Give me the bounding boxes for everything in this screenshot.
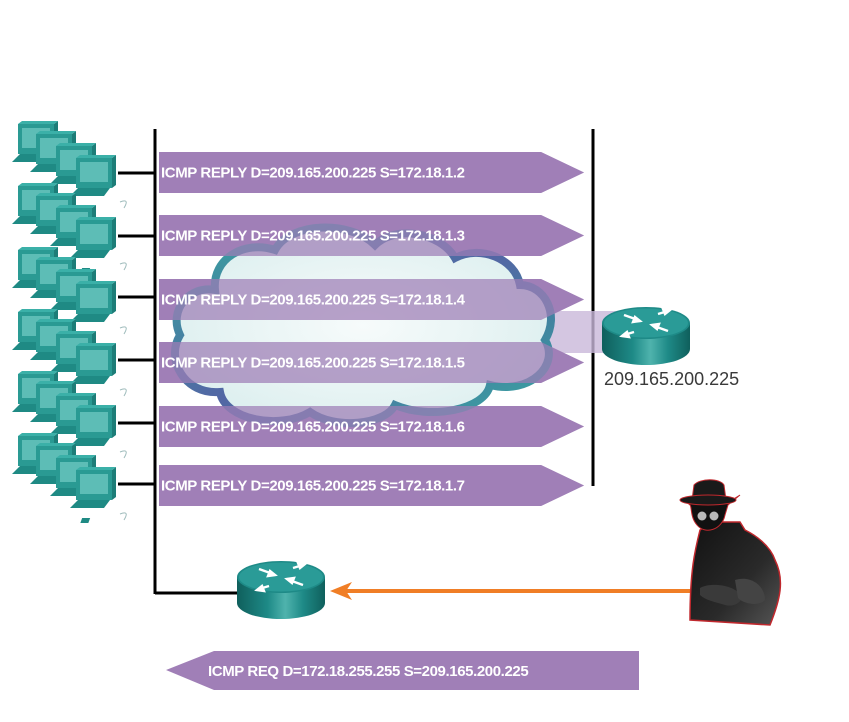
reply-packet-overlay xyxy=(159,465,584,506)
reply-packet: ICMP REPLY D=209.165.200.225 S=172.18.1.… xyxy=(159,215,584,256)
attack-arrow xyxy=(330,582,690,600)
edge-router xyxy=(235,559,327,621)
pc-group-icon xyxy=(12,433,126,523)
host-cluster xyxy=(12,121,126,523)
lan-backbone xyxy=(118,129,240,595)
router-icon xyxy=(235,559,327,621)
reply-packet: ICMP REPLY D=209.165.200.225 S=172.18.1.… xyxy=(159,152,584,193)
internet-cloud-icon xyxy=(171,223,555,428)
reply-packet: ICMP REPLY D=209.165.200.225 S=172.18.1.… xyxy=(159,279,584,320)
reply-packet-label: ICMP REPLY D=209.165.200.225 S=172.18.1.… xyxy=(161,228,465,245)
reply-packet-overlay xyxy=(159,279,584,320)
reply-packet-label: ICMP REPLY D=209.165.200.225 S=172.18.1.… xyxy=(161,355,465,372)
reply-packet-label: ICMP REPLY D=209.165.200.225 S=172.18.1.… xyxy=(161,292,466,309)
reply-packet: ICMP REPLY D=209.165.200.225 S=172.18.1.… xyxy=(159,406,584,447)
reply-packet-label: ICMP REPLY D=209.165.200.225 S=172.18.1.… xyxy=(161,478,465,495)
request-packet-label: ICMP REQ D=172.18.255.255 S=209.165.200.… xyxy=(208,663,528,680)
reply-packet-overlay xyxy=(159,406,584,447)
request-packet: ICMP REQ D=172.18.255.255 S=209.165.200.… xyxy=(166,651,639,690)
router-icon xyxy=(600,305,692,367)
reply-packet-label: ICMP REPLY D=209.165.200.225 S=172.18.1.… xyxy=(161,419,465,436)
reply-packet-overlay xyxy=(159,342,584,383)
reply-packet: ICMP REPLY D=209.165.200.225 S=172.18.1.… xyxy=(159,465,584,506)
victim-router: 209.165.200.225 xyxy=(600,305,739,389)
reply-packet-label: ICMP REPLY D=209.165.200.225 S=172.18.1.… xyxy=(161,165,465,182)
victim-ip-label: 209.165.200.225 xyxy=(604,369,739,389)
hacker-icon xyxy=(679,479,782,626)
reply-packet: ICMP REPLY D=209.165.200.225 S=172.18.1.… xyxy=(159,342,584,383)
reply-packet-overlay xyxy=(159,152,584,193)
reply-packet-overlay xyxy=(159,215,584,256)
